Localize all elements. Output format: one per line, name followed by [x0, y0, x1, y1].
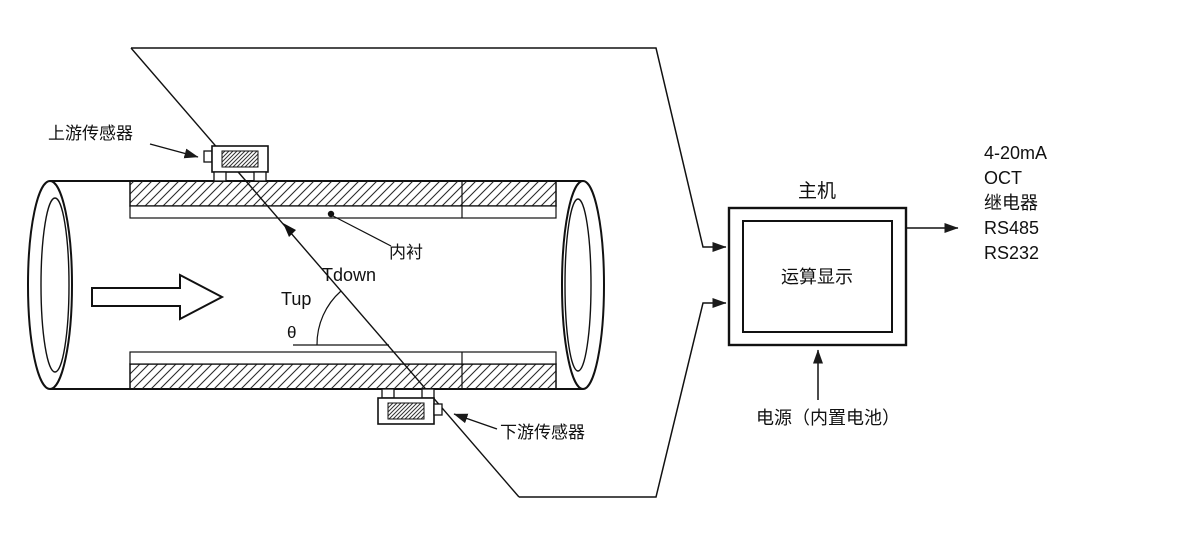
upstream-sensor-foot-right [253, 171, 267, 182]
angle-arc [316, 290, 342, 346]
output-item-2: 继电器 [984, 193, 1038, 213]
output-item-4: RS232 [984, 243, 1039, 263]
pipe-wall-bottom-hatch [129, 363, 557, 390]
upstream-sensor-foot-left [213, 171, 227, 182]
output-item-1: OCT [984, 168, 1022, 188]
host-display-label: 运算显示 [781, 267, 853, 287]
downstream-sensor [377, 388, 443, 425]
host-title: 主机 [798, 180, 836, 202]
output-item-0: 4-20mA [984, 143, 1047, 163]
pipe-left-end-inner-rim [40, 197, 70, 373]
upstream-sensor-connector [203, 150, 213, 163]
pipe-liner-top [129, 205, 557, 219]
host-inner-box [742, 220, 893, 333]
host-unit: 主机 运算显示 [727, 180, 908, 347]
upstream-sensor-label: 上游传感器 [48, 124, 133, 143]
signal-connections [131, 47, 727, 498]
theta-label: θ [287, 323, 296, 342]
host-outputs: 4-20mA OCT 继电器 RS485 RS232 [906, 143, 1047, 263]
downstream-label-arrow-icon [453, 413, 498, 430]
power-supply: 电源（内置电池） [756, 349, 900, 428]
pipe-left-end-rim [27, 180, 73, 390]
upstream-sensor [203, 145, 269, 182]
downstream-sensor-foot-left [381, 388, 395, 399]
pipe [27, 180, 605, 390]
downstream-sensor-connector [433, 403, 443, 416]
downstream-signal-line [519, 298, 727, 498]
output-item-3: RS485 [984, 218, 1039, 238]
downstream-sensor-core [387, 402, 425, 420]
downstream-sensor-label: 下游传感器 [500, 423, 585, 442]
upstream-signal-line [131, 47, 727, 252]
pipe-wall-top-hatch [129, 180, 557, 207]
callouts [149, 143, 498, 430]
pipe-labels: 上游传感器 下游传感器 内衬 Tdown Tup θ [48, 124, 585, 442]
pipe-right-end-inner-rim [564, 198, 592, 372]
pipe-right-end-rim [561, 180, 605, 390]
tdown-label: Tdown [322, 265, 376, 285]
liner-label: 内衬 [389, 243, 423, 262]
liner-leader-line [332, 215, 392, 247]
flow-direction-arrow-icon [91, 273, 225, 321]
beam-upstream-arrowhead-icon [283, 223, 296, 237]
liner-leader-dot-icon [327, 210, 335, 218]
power-label: 电源（内置电池） [756, 408, 900, 428]
pipe-liner-bottom [129, 351, 557, 365]
tup-label: Tup [281, 289, 311, 309]
downstream-sensor-foot-right [421, 388, 435, 399]
upstream-sensor-core [221, 150, 259, 168]
upstream-label-arrow-icon [149, 143, 199, 159]
